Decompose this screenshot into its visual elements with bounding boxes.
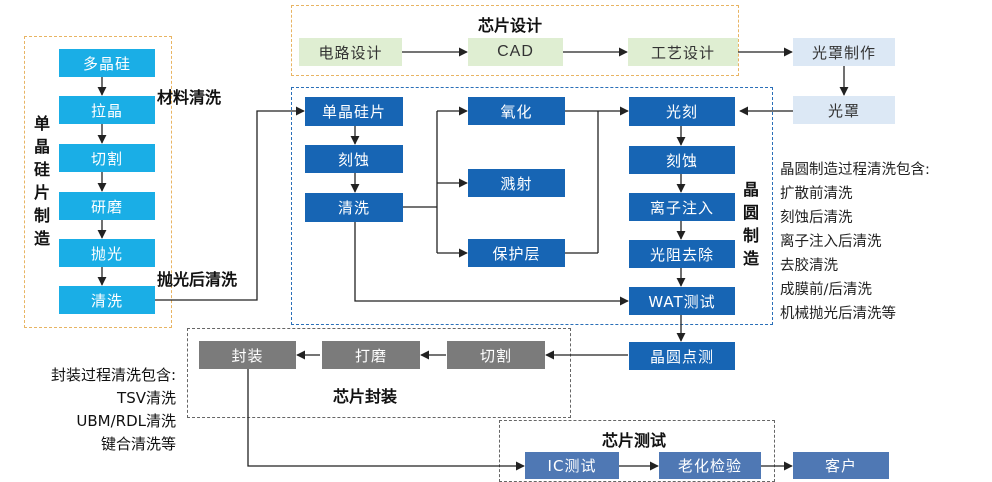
fab-note-2: 刻蚀后清洗 xyxy=(780,210,853,226)
arrow-clean-to-wat xyxy=(354,222,629,306)
pkg-note-2: UBM/RDL清洗 xyxy=(76,412,176,430)
step-oxidation: 氧化 xyxy=(468,97,565,125)
step-packaging: 封装 xyxy=(199,341,296,369)
step-circuit-design: 电路设计 xyxy=(299,38,402,66)
fab-note-6: 机械抛光后清洗等 xyxy=(780,306,896,322)
step-cad: CAD xyxy=(468,38,563,66)
arrow-package-to-test xyxy=(247,369,525,471)
pkg-note-title: 封装过程清洗包含: xyxy=(50,366,176,384)
wafer-fab-region xyxy=(291,87,773,325)
step-dicing: 切割 xyxy=(447,341,545,369)
wafer-prep-label: 单晶硅片制造 xyxy=(33,114,50,248)
packaging-title: 芯片封装 xyxy=(333,387,398,406)
step-polysilicon: 多晶硅 xyxy=(59,49,155,77)
packaging-notes: 封装过程清洗包含: TSV清洗 UBM/RDL清洗 键合清洗等 xyxy=(4,364,176,456)
pkg-note-1: TSV清洗 xyxy=(117,389,176,407)
step-polishing: 抛光 xyxy=(59,239,155,267)
step-fab-clean: 清洗 xyxy=(305,193,403,222)
step-lapping: 研磨 xyxy=(59,192,155,220)
step-sputtering: 溅射 xyxy=(468,169,565,197)
step-wafer-probe: 晶圆点测 xyxy=(629,342,735,370)
packaging-region xyxy=(187,328,571,418)
step-single-crystal-wafer: 单晶硅片 xyxy=(305,97,403,126)
step-lithography: 光刻 xyxy=(629,97,735,126)
wafer-prep-region xyxy=(24,36,172,328)
step-grinding: 打磨 xyxy=(322,341,420,369)
chip-design-region xyxy=(291,5,739,76)
step-etch-1: 刻蚀 xyxy=(305,145,403,173)
step-protective-layer: 保护层 xyxy=(468,239,565,267)
step-ic-test: IC测试 xyxy=(525,452,619,479)
step-wat-test: WAT测试 xyxy=(629,287,735,315)
pkg-note-3: 键合清洗等 xyxy=(100,435,176,453)
step-mask-making: 光罩制作 xyxy=(793,38,895,66)
step-etch-2: 刻蚀 xyxy=(629,146,735,174)
post-polish-clean-label: 抛光后清洗 xyxy=(157,270,238,289)
fab-note-4: 去胶清洗 xyxy=(780,258,838,274)
chip-design-title: 芯片设计 xyxy=(478,16,543,35)
fab-note-title: 晶圆制造过程清洗包含: xyxy=(780,162,930,178)
wafer-fab-label: 晶圆制造 xyxy=(742,180,759,268)
step-resist-strip: 光阻去除 xyxy=(629,240,735,268)
step-mask: 光罩 xyxy=(793,96,895,124)
step-customer: 客户 xyxy=(793,452,889,479)
step-crystal-pulling: 拉晶 xyxy=(59,96,155,124)
step-burn-in: 老化检验 xyxy=(659,452,761,479)
step-ion-implant: 离子注入 xyxy=(629,193,735,221)
fab-note-3: 离子注入后清洗 xyxy=(780,234,882,250)
material-clean-label: 材料清洗 xyxy=(157,88,222,107)
step-process-design: 工艺设计 xyxy=(628,38,738,66)
fab-note-5: 成膜前/后清洗 xyxy=(780,282,872,298)
step-slicing: 切割 xyxy=(59,144,155,172)
testing-title: 芯片测试 xyxy=(602,431,667,450)
step-cleaning: 清洗 xyxy=(59,286,155,314)
fab-note-1: 扩散前清洗 xyxy=(780,186,853,202)
arrow-prep-to-fab xyxy=(155,106,305,301)
